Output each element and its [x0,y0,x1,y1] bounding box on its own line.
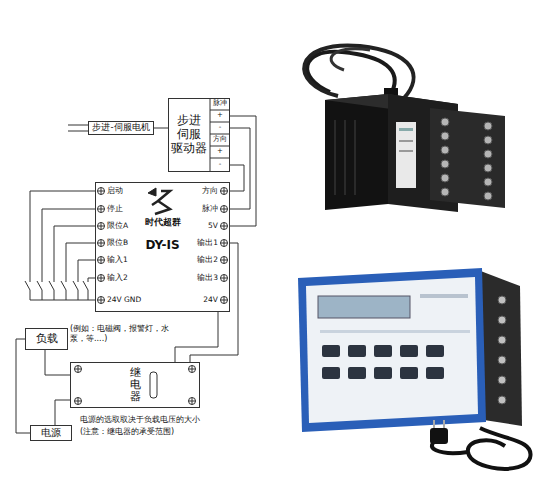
node-text: 负载 [36,333,58,346]
terminal-symbol [221,188,228,195]
terminal-symbol [189,398,196,405]
relay-box: 继电器 [70,362,200,408]
terminal-symbol [221,257,228,264]
node-text: 步进 伺服 驱动器 [169,114,208,155]
wire [16,339,30,433]
terminal-label: 24V [203,295,218,305]
terminal-symbol [221,275,228,282]
input-switch [25,191,95,300]
terminal-label: 脉冲 [202,204,218,214]
product-photo [304,45,505,212]
terminal-symbol [98,223,105,230]
wire [154,128,168,129]
wire [230,116,256,226]
load-box: 负载 [25,328,68,350]
logo-mark [148,188,156,196]
terminal-symbol [98,275,105,282]
wire [175,312,218,362]
wire [230,128,250,209]
terminal-label: + [217,147,223,156]
power-box: 电源 [30,425,72,441]
terminal-label: 启动 [107,186,123,196]
terminal-label: 输出3 [197,273,218,283]
terminal-label: (注意：继电器的承受范围) [80,427,174,437]
terminal-symbol [221,240,228,247]
relay-slot [150,372,157,398]
terminal-label: - [219,123,222,132]
terminal-symbol [98,297,105,304]
terminal-label: 方向 [213,135,227,144]
wire [55,400,70,425]
node-text: 电源 [41,427,61,439]
input-switch [73,260,95,300]
terminal-label: 电源的选取取决于负载电压的大小 [80,415,200,425]
terminal-label: + [217,111,223,120]
terminal-label: 脉冲 [213,99,227,108]
terminal-symbol [189,366,196,373]
ground-bus [30,300,95,301]
input-switches [25,191,95,300]
terminal-symbol [221,223,228,230]
terminal-label: 输入1 [107,255,128,265]
terminal-strip [210,98,230,172]
node-text: 步进-伺服电机 [92,123,149,133]
terminal-symbol [98,257,105,264]
terminal-label: 方向 [202,186,218,196]
terminal-label: (例如：电磁阀，报警灯，水泵，等....) [70,324,170,345]
terminal-label: 输入2 [107,273,128,283]
terminal-label: 5V [208,221,218,231]
wire [190,243,238,362]
terminal-label: 停止 [107,204,123,214]
wire [45,350,70,375]
terminal-symbol [98,188,105,195]
terminal-symbol [98,240,105,247]
terminal-label: - [219,160,222,169]
wire [230,165,244,191]
terminal-symbol [98,206,105,213]
wiring [68,98,230,398]
product-photo [298,268,531,469]
input-switch [49,226,95,300]
motor-lead [68,125,88,131]
terminal-label: 输出2 [197,255,218,265]
input-switch [83,278,95,300]
terminal-symbol [75,398,82,405]
input-switch [61,243,95,300]
terminal-symbol [75,366,82,373]
terminal-label: 24V GND [107,295,141,305]
node-text: 继电器 [130,367,141,403]
terminal-label: 输出1 [197,238,218,248]
motor-box: 步进-伺服电机 [88,121,154,135]
terminal-symbol [221,297,228,304]
terminal-label: 限位B [107,238,128,248]
input-switch [37,209,95,300]
terminal-label: 限位A [107,221,128,231]
terminal-symbol [221,206,228,213]
